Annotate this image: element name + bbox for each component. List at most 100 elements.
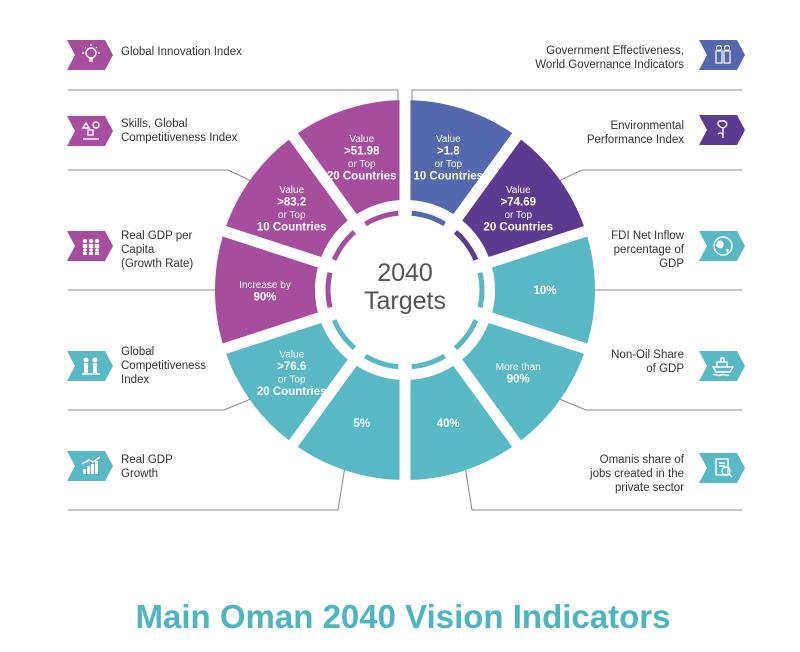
leader-line (411, 89, 742, 100)
leader-line (68, 459, 347, 511)
segment-skills-text: or Top (278, 210, 306, 221)
icon-badge (67, 351, 113, 381)
segment-global-competitiveness-text: 20 Countries (257, 386, 327, 398)
segment-non-oil-text: More than (496, 362, 541, 373)
inner-arc-real-gdp-per-capita (325, 272, 333, 308)
inner-arc-omanis-jobs (411, 353, 446, 370)
segment-gov-effectiveness-text: Value (436, 134, 461, 145)
indicator-label-left: Global (121, 346, 154, 358)
segment-environmental-text: or Top (504, 210, 532, 221)
center-label: 2040 Targets (364, 259, 446, 315)
inner-dashed-ring (325, 210, 485, 370)
segment-real-gdp-per-capita (215, 236, 318, 344)
indicator-label-right: private sector (615, 482, 684, 494)
segment-global-competitiveness (226, 322, 348, 441)
skills-shapes-icon (67, 116, 113, 146)
indicator-icons (67, 40, 745, 483)
indicator-label-right: GDP (659, 258, 684, 270)
segment-environmental-text: >74.69 (501, 196, 537, 208)
indicator-label-right: World Governance Indicators (535, 59, 684, 71)
inner-arc-non-oil (453, 319, 479, 350)
indicator-label-left: Competitiveness (121, 360, 206, 372)
inner-arc-skills (331, 230, 357, 261)
inner-arc-real-gdp-growth (364, 353, 399, 370)
segment-gov-effectiveness-text: or Top (434, 159, 462, 170)
leader-lines (68, 89, 742, 511)
icon-badge (67, 116, 113, 146)
center-line-1: 2040 (377, 259, 433, 287)
page-title: Main Oman 2040 Vision Indicators (136, 598, 671, 635)
indicator-label-left: Growth (121, 468, 158, 480)
indicator-label-right: Omanis share of (600, 454, 685, 466)
segment-skills-text: 10 Countries (257, 221, 327, 233)
icon-badge (699, 351, 745, 381)
indicator-label-left: Capita (121, 244, 155, 256)
segment-global-competitiveness-text: >76.6 (277, 361, 306, 373)
segment-gov-effectiveness-text: 10 Countries (413, 171, 483, 183)
segment-omanis-jobs-text: 40% (437, 418, 460, 430)
segment-environmental-text: Value (506, 185, 531, 196)
indicator-label-right: Non-Oil Share (611, 349, 684, 361)
segment-fdi-text: 10% (533, 285, 556, 297)
segment-real-gdp-growth (297, 365, 400, 480)
segment-fdi (492, 236, 595, 344)
inner-arc-global-competitiveness (331, 319, 357, 350)
leader-line (547, 169, 742, 187)
job-document-icon (699, 453, 745, 483)
indicator-label-left: Skills, Global (121, 118, 187, 130)
segment-non-oil (462, 322, 584, 441)
segment-real-gdp-per-capita-text: 90% (253, 291, 276, 303)
center-line-2: Targets (364, 287, 446, 315)
segment-gov-effectiveness (410, 100, 513, 215)
indicator-label-right: of GDP (646, 363, 684, 375)
competitors-icon (67, 351, 113, 381)
leader-line (551, 395, 742, 411)
leader-line (463, 459, 742, 511)
indicator-label-right: percentage of (614, 244, 685, 256)
segment-environmental-text: 20 Countries (483, 221, 553, 233)
inner-arc-innovation (364, 210, 399, 227)
indicator-label-left: Real GDP per (121, 230, 193, 242)
segment-innovation (297, 100, 400, 215)
indicator-label-left: Competitiveness Index (121, 132, 238, 144)
segment-innovation-text: >51.98 (344, 146, 380, 158)
segment-real-gdp-growth-text: 5% (353, 418, 370, 430)
indicator-label-right: Environmental (610, 120, 684, 132)
segment-gov-effectiveness-text: >1.8 (437, 146, 460, 158)
globe-icon (699, 231, 745, 261)
segment-innovation-text: 20 Countries (327, 171, 397, 183)
indicator-label-right: Government Effectiveness, (546, 45, 684, 57)
segment-innovation-text: Value (349, 134, 374, 145)
inner-arc-fdi (477, 272, 485, 308)
indicator-label-left: (Growth Rate) (121, 258, 193, 270)
leader-line (68, 395, 259, 411)
icon-badge (699, 115, 745, 145)
indicator-label-left: Global Innovation Index (121, 46, 242, 58)
segment-environmental (462, 139, 584, 258)
segment-skills (226, 139, 348, 258)
segment-global-competitiveness-text: or Top (278, 375, 306, 386)
officials-icon (699, 40, 745, 70)
people-group-icon (67, 231, 113, 261)
segment-real-gdp-per-capita-text: Increase by (239, 280, 291, 291)
indicator-label-left: Index (121, 374, 149, 386)
indicator-label-right: jobs created in the (589, 468, 684, 480)
inner-arc-environmental (453, 230, 479, 261)
indicator-label-right: FDI Net Inflow (611, 230, 685, 242)
leader-line (68, 89, 399, 100)
segment-omanis-jobs (410, 365, 513, 480)
segment-non-oil-text: 90% (507, 374, 530, 386)
segment-skills-text: Value (279, 185, 304, 196)
lightbulb-icon (67, 40, 113, 70)
segment-global-competitiveness-text: Value (279, 350, 304, 361)
growth-chart-icon (67, 451, 113, 481)
icon-badge (699, 453, 745, 483)
icon-badge (67, 40, 113, 70)
segment-skills-text: >83.2 (277, 196, 306, 208)
indicator-label-right: Performance Index (587, 134, 684, 146)
segment-innovation-text: or Top (348, 159, 376, 170)
leaf-hand-icon (699, 115, 745, 145)
